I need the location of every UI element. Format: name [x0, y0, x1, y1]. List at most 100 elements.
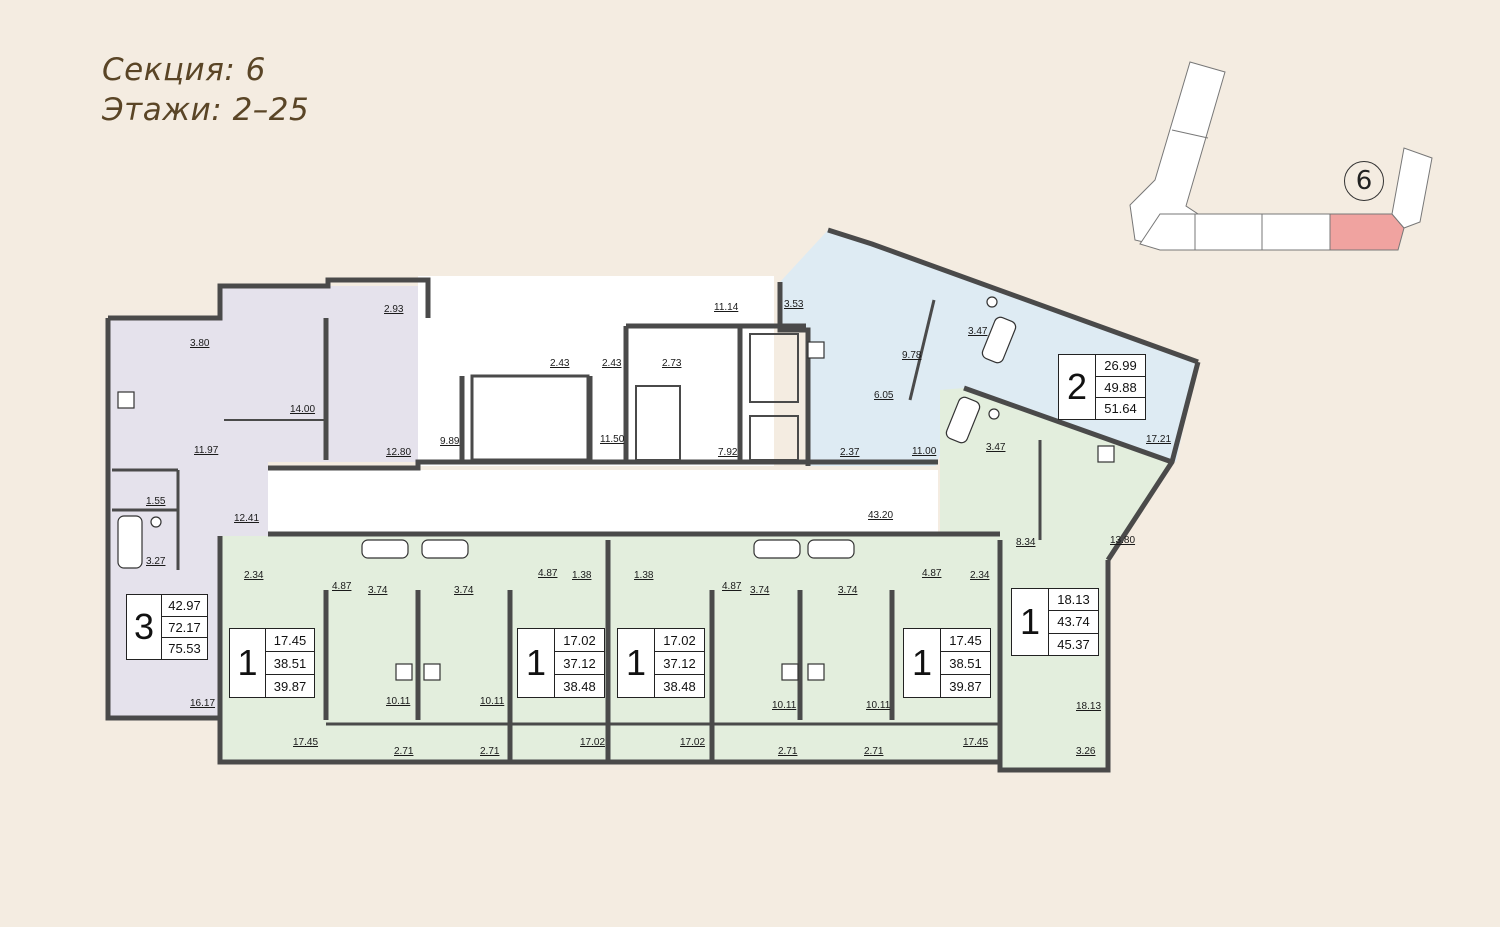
sink-icon — [986, 296, 998, 308]
outer-wall-diagonal — [827, 227, 1199, 365]
room-area-label: 3.74 — [838, 585, 858, 596]
zone-3-room-north — [220, 286, 418, 462]
room-area-label: 17.02 — [580, 737, 605, 748]
unit-room-count: 1 — [525, 642, 547, 683]
zone-common-north — [418, 276, 774, 466]
bathtub-icon — [117, 515, 143, 569]
room-area-label: 2.71 — [480, 746, 500, 757]
room-area-label: 4.87 — [538, 568, 558, 579]
room-area-label: 2.34 — [244, 570, 264, 581]
room-area-label: 3.53 — [784, 299, 804, 310]
stove-icon — [117, 391, 135, 409]
room-area-label: 7.92 — [718, 447, 738, 458]
room-area-label: 3.74 — [368, 585, 388, 596]
room-area-label: 8.34 — [1016, 537, 1036, 548]
room-area-label: 11.14 — [714, 302, 739, 313]
total-area: 49.88 — [1096, 377, 1145, 399]
stove-icon — [395, 663, 413, 681]
room-area-label: 9.89 — [440, 436, 460, 447]
room-area-label: 17.45 — [293, 737, 318, 748]
room-area-label: 11.97 — [194, 445, 219, 456]
room-area-label: 3.74 — [454, 585, 474, 596]
total-area: 38.51 — [266, 652, 314, 675]
key-plan-divider — [1171, 129, 1209, 139]
key-plan — [1129, 61, 1433, 251]
room-area-label: 11.00 — [912, 446, 937, 457]
bathtub-icon — [981, 316, 1017, 364]
living-area: 42.97 — [162, 595, 207, 617]
total-area: 37.12 — [655, 652, 704, 675]
room-area-label: 17.02 — [680, 737, 705, 748]
apt-wall — [908, 299, 936, 401]
room-area-label: 2.43 — [550, 358, 570, 369]
total-area-with-balcony: 39.87 — [949, 678, 982, 694]
room-area-label: 4.87 — [722, 581, 742, 592]
bathtub-icon — [753, 539, 801, 559]
sink-icon — [150, 516, 162, 528]
zone-corridor — [268, 470, 938, 532]
room-area-label: 3.27 — [146, 556, 166, 567]
inner-wall-2-1 — [963, 385, 1173, 465]
living-area: 18.13 — [1049, 589, 1098, 612]
room-area-label: 10.11 — [772, 700, 797, 711]
room-area-label: 2.73 — [662, 358, 682, 369]
room-area-label: 10.11 — [480, 696, 505, 707]
room-area-label: 3.26 — [1076, 746, 1096, 757]
bathtub-icon — [361, 539, 409, 559]
elevator-3 — [749, 415, 799, 461]
room-area-label: 4.87 — [332, 581, 352, 592]
total-area-with-balcony: 51.64 — [1104, 401, 1137, 417]
unit-room-count: 3 — [133, 606, 155, 647]
total-area: 72.17 — [162, 617, 207, 639]
zone-3-room-link — [220, 460, 268, 540]
room-area-label: 12.41 — [234, 513, 259, 524]
room-area-label: 17.21 — [1146, 434, 1171, 445]
room-area-label: 9.78 — [902, 350, 922, 361]
section-marker: 6 — [1344, 161, 1384, 201]
walls — [105, 227, 1201, 773]
room-area-label: 1.38 — [572, 570, 592, 581]
total-area: 37.12 — [555, 652, 604, 675]
unit-room-count: 1 — [1019, 601, 1041, 642]
zone-1-room-south — [220, 536, 1004, 762]
fixtures — [117, 296, 1115, 681]
sink-icon — [988, 408, 1000, 420]
room-area-label: 6.05 — [874, 390, 894, 401]
room-area-label: 2.34 — [970, 570, 990, 581]
room-area-label: 3.74 — [750, 585, 770, 596]
stove-icon — [781, 663, 799, 681]
room-area-label: 10.11 — [866, 700, 891, 711]
room-area-label: 16.17 — [190, 698, 215, 709]
bathtub-icon — [421, 539, 469, 559]
room-area-label: 17.45 — [963, 737, 988, 748]
room-area-label: 10.11 — [386, 696, 411, 707]
key-plan-wing-right — [1391, 147, 1433, 229]
room-area-label: 2.43 — [602, 358, 622, 369]
floors-title: Этажи: 2–25 — [102, 92, 310, 128]
room-area-label: 43.20 — [868, 510, 893, 521]
room-area-label: 3.47 — [986, 442, 1006, 453]
bathtub-icon — [945, 396, 981, 444]
unit-room-count: 1 — [237, 642, 258, 683]
room-area-label: 3.80 — [190, 338, 210, 349]
living-area: 17.02 — [555, 629, 604, 652]
stair-core — [470, 374, 590, 462]
elevator-1 — [635, 385, 681, 461]
total-area: 43.74 — [1049, 611, 1098, 634]
room-area-label: 11.50 — [600, 434, 625, 445]
outer-wall-south — [500, 560, 1111, 773]
outer-wall-north-east — [777, 282, 811, 466]
